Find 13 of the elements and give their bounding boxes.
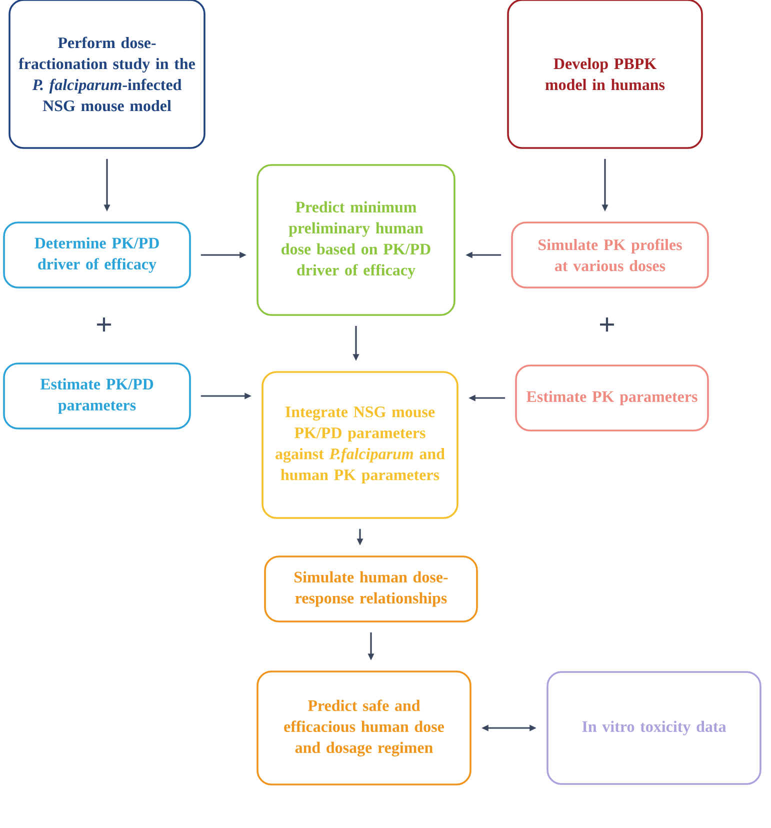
process-box: Predict safe and efficacious human dose and dosage regimen	[256, 670, 472, 786]
process-box: Estimate PK/PD parameters	[3, 362, 191, 430]
process-box: Perform dose-fractionation study in the P. falciparum-infected NSG mouse model	[8, 0, 206, 149]
process-box: In vitro toxicity data	[546, 671, 762, 785]
process-box: Determine PK/PD driver of efficacy	[3, 222, 191, 288]
process-box: Develop PBPK model in humans	[507, 0, 703, 149]
process-box: Estimate PK parameters	[515, 364, 709, 432]
process-box: Simulate PK profiles at various doses	[511, 222, 709, 288]
plus-sign: +	[600, 318, 614, 332]
process-box: Simulate human dose-response relationships	[264, 556, 478, 622]
plus-sign: +	[97, 318, 111, 332]
process-box: Integrate NSG mouse PK/PD parameters against P.falciparum and human PK parameters	[262, 371, 458, 519]
process-box: Predict minimum preliminary human dose based on PK/PD driver of efficacy	[256, 164, 456, 316]
